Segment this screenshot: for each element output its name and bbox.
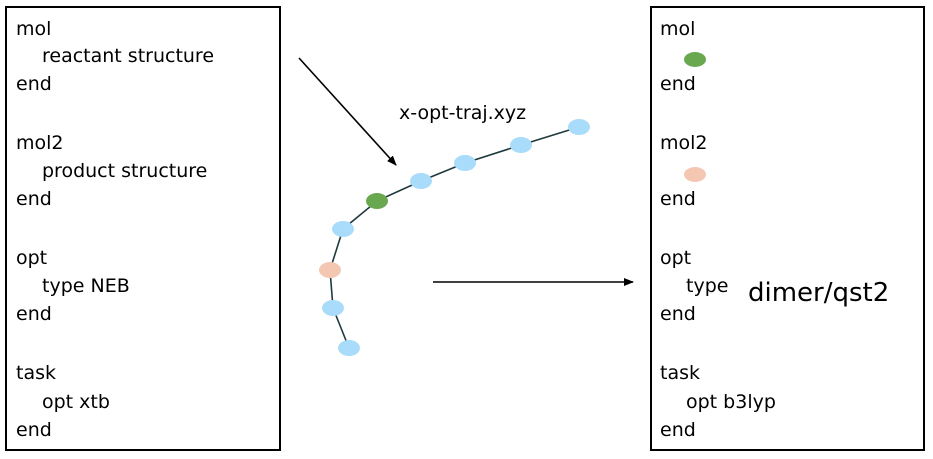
trajectory-product-point [319, 262, 341, 278]
input-file-ts-panel: mol end mol2 end opt type dimer/qst2 end… [650, 6, 925, 451]
end-keyword: end [660, 419, 696, 441]
type-neb-text: type NEB [42, 275, 130, 297]
trajectory-file-label: x-opt-traj.xyz [399, 102, 527, 124]
task-keyword: task [660, 362, 700, 384]
trajectory-reactant-point [366, 193, 388, 209]
end-keyword: end [660, 73, 696, 95]
end-keyword: end [660, 303, 696, 325]
input-file-neb-panel: mol reactant structure end mol2 product … [5, 6, 281, 451]
mol2-keyword: mol2 [16, 132, 64, 154]
opt-b3lyp-text: opt b3lyp [686, 391, 776, 413]
end-keyword: end [16, 73, 52, 95]
opt-keyword: opt [16, 247, 48, 269]
end-keyword: end [16, 419, 52, 441]
trajectory-image-point [322, 300, 344, 316]
end-keyword: end [660, 188, 696, 210]
mol-keyword: mol [660, 18, 696, 40]
trajectory-image-point [510, 137, 532, 153]
trajectory-curve [329, 126, 580, 349]
trajectory-image-point [454, 155, 476, 171]
task-keyword: task [16, 362, 56, 384]
trajectory-image-point [410, 173, 432, 189]
opt-xtb-text: opt xtb [42, 391, 110, 413]
type-keyword: type [686, 275, 729, 297]
end-keyword: end [16, 188, 52, 210]
mol-keyword: mol [16, 18, 52, 40]
trajectory-image-point [332, 221, 354, 237]
reactant-point-icon [684, 52, 706, 67]
reactant-structure-text: reactant structure [42, 45, 215, 67]
product-point-icon [684, 167, 706, 182]
arrow-to-trajectory [298, 57, 397, 166]
mol2-keyword: mol2 [660, 132, 708, 154]
trajectory-image-point [568, 119, 590, 135]
end-keyword: end [16, 303, 52, 325]
opt-keyword: opt [660, 247, 692, 269]
product-structure-text: product structure [42, 160, 208, 182]
type-value-dimer-qst2: dimer/qst2 [748, 278, 890, 308]
trajectory-image-point [338, 340, 360, 356]
